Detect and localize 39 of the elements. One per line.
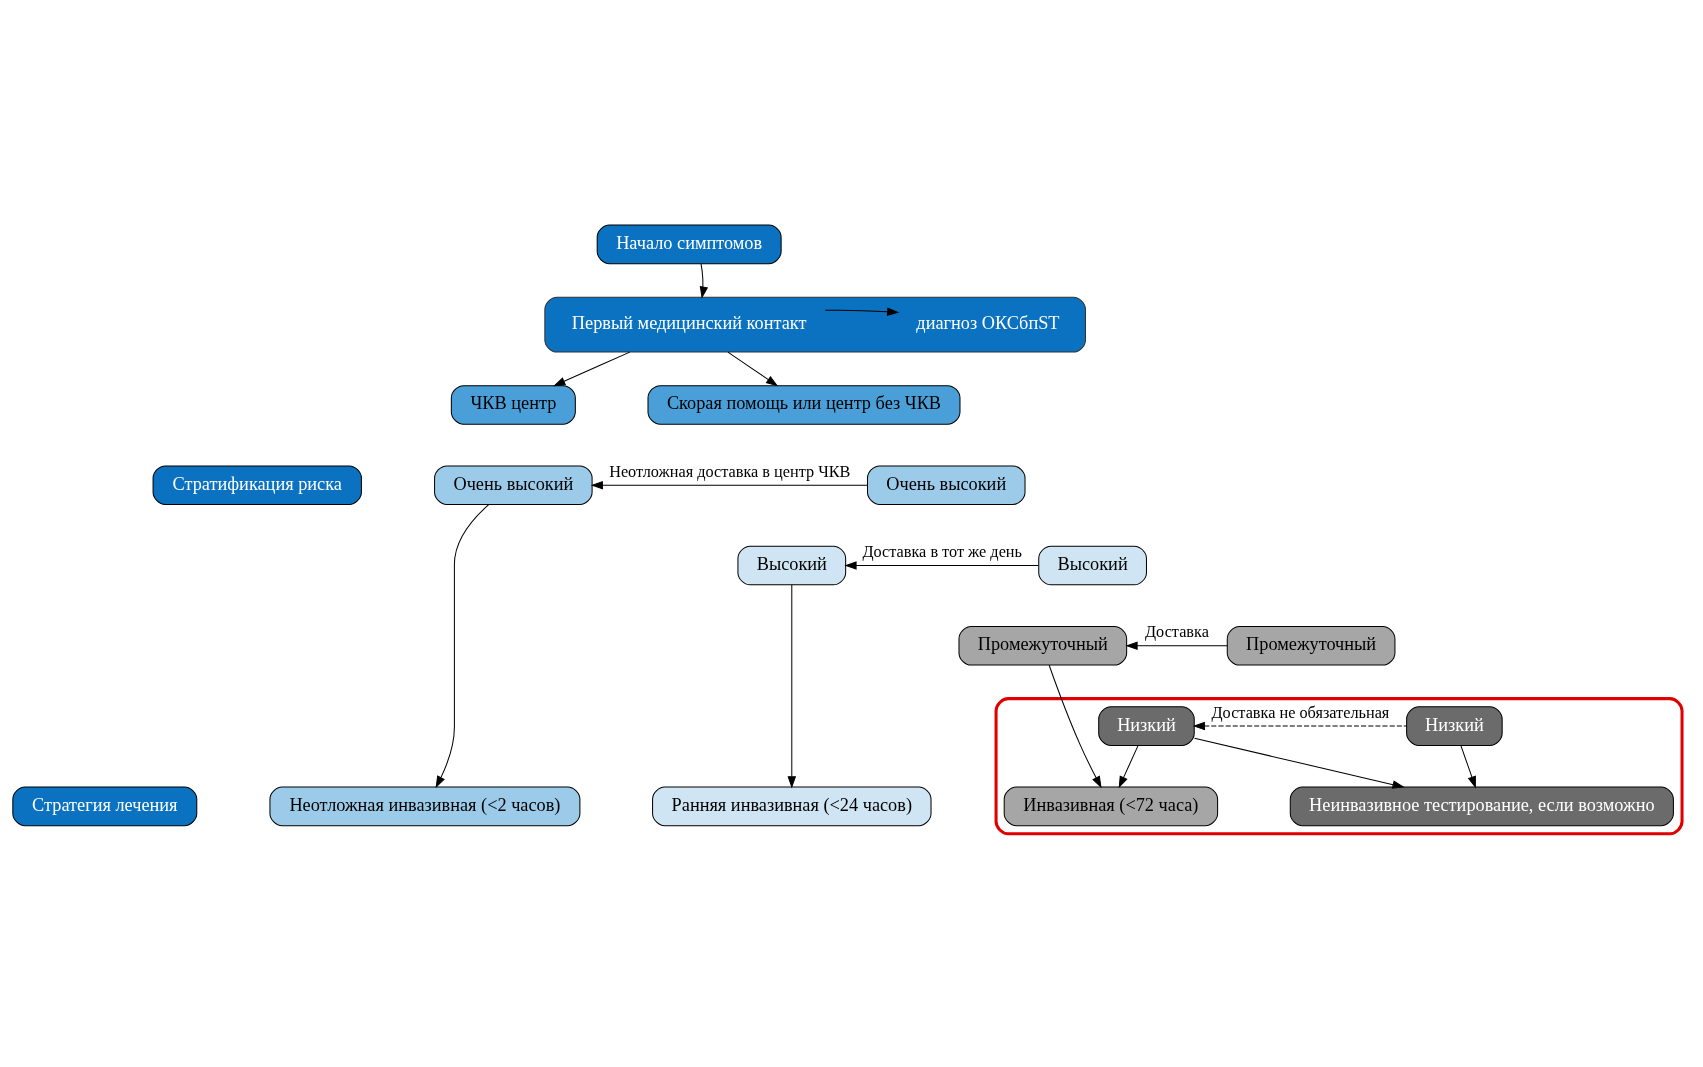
arrow <box>1460 745 1476 789</box>
edge-label: Доставка в тот же день <box>862 543 1022 562</box>
arrow <box>824 307 900 316</box>
node-box: Промежуточный <box>1226 626 1396 666</box>
arrow <box>1194 737 1405 789</box>
node-box: ЧКВ центр <box>450 385 576 425</box>
node-box: Ранняя инвазивная (<24 часов) <box>652 786 932 827</box>
node-box: Очень высокий <box>434 465 593 506</box>
arrow <box>435 504 490 789</box>
node-box: Очень высокий <box>867 465 1026 506</box>
node-box: Неинвазивное тестирование, если возможно <box>1289 786 1674 827</box>
node-box: Низкий <box>1098 706 1195 746</box>
node-box: Высокий <box>737 545 847 586</box>
node-box: Стратификация риска <box>152 465 362 506</box>
node-box: Низкий <box>1406 706 1503 746</box>
arrow <box>787 584 797 789</box>
node-text: диагноз ОКСбпST <box>916 313 1060 334</box>
node-box: Скорая помощь или центр без ЧКВ <box>647 385 961 425</box>
arrow <box>553 351 631 387</box>
node-box: Начало симптомов <box>596 224 782 265</box>
arrow <box>1192 721 1407 731</box>
arrow <box>1048 664 1102 789</box>
arrow <box>1118 745 1139 789</box>
arrow <box>1125 641 1228 651</box>
node-text: Первый медицинский контакт <box>571 313 807 334</box>
node-box: Промежуточный <box>958 626 1128 666</box>
edge-label: Доставка <box>1145 623 1209 642</box>
edge-label: Неотложная доставка в центр ЧКВ <box>609 462 851 481</box>
node-box: Неотложная инвазивная (<2 часов) <box>269 786 581 827</box>
arrow <box>844 561 1039 570</box>
node-box: Стратегия лечения <box>12 786 198 827</box>
arrow <box>699 263 709 299</box>
cluster <box>994 697 1684 836</box>
node-box: Высокий <box>1038 545 1147 586</box>
node-box: Инвазивная (<72 часа) <box>1003 786 1219 827</box>
arrow <box>727 351 779 387</box>
cluster <box>544 296 1086 353</box>
arrow <box>590 480 868 490</box>
edge-label: Доставка не обязательная <box>1211 703 1390 722</box>
